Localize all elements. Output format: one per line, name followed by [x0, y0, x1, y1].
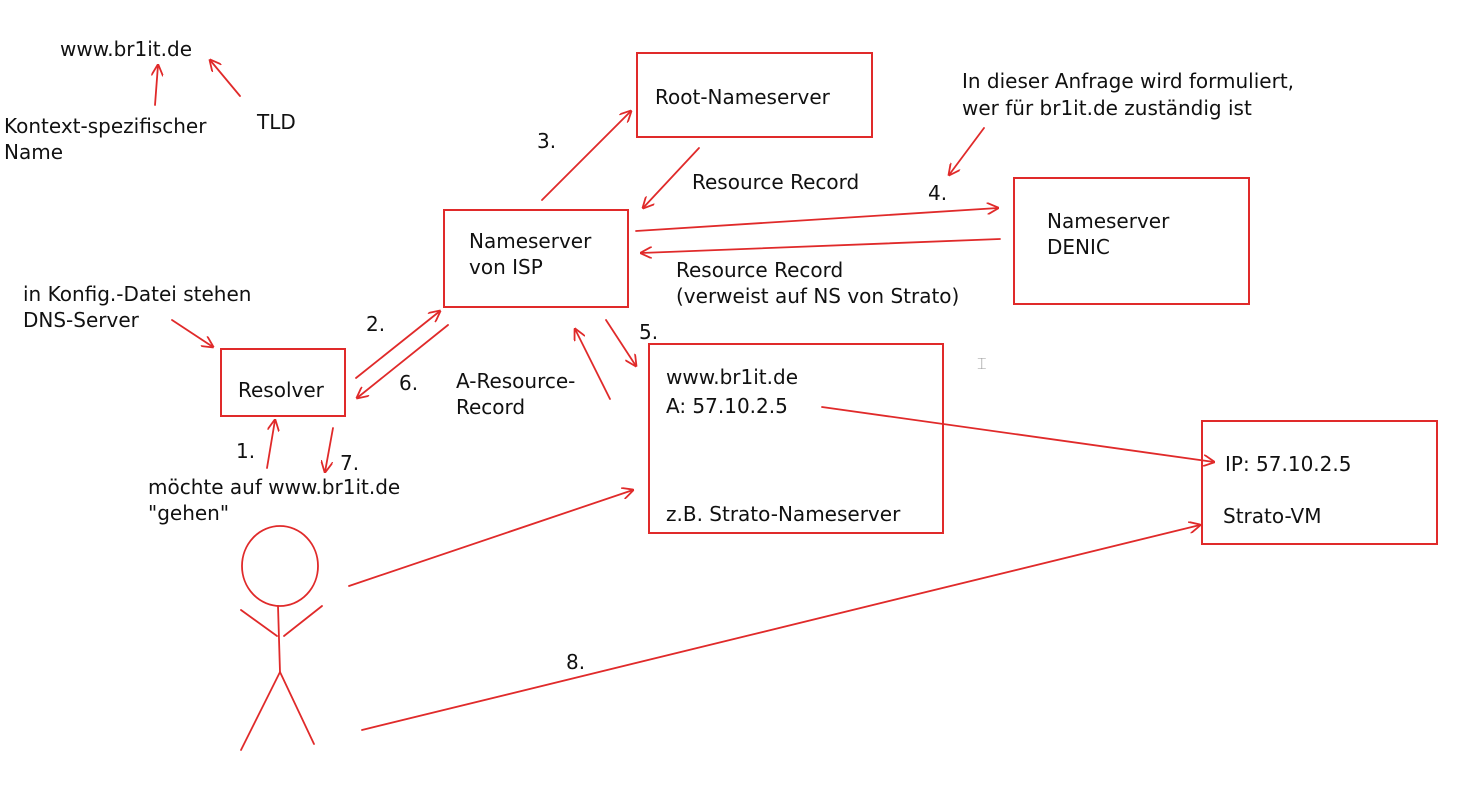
isp-nameserver-line2: von ISP [469, 255, 543, 279]
strato-ns-domain: www.br1it.de [666, 365, 798, 389]
query-note-line1: In dieser Anfrage wird formuliert, [962, 69, 1295, 93]
stick-figure-icon [240, 525, 323, 751]
arrow-tld-to-domain [210, 60, 241, 97]
denic-nameserver-line2: DENIC [1047, 235, 1110, 259]
config-note-line1: in Konfig.-Datei stehen [23, 282, 252, 306]
context-label-line2: Name [4, 140, 64, 164]
arrow-a-record-to-isp [575, 329, 611, 400]
step-4: 4. [928, 181, 948, 205]
step-2: 2. [366, 312, 386, 336]
strato-ns-a-record: A: 57.10.2.5 [666, 394, 788, 418]
strato-vm-label: Strato-VM [1223, 504, 1322, 528]
step-7: 7. [340, 451, 360, 475]
resource-record-label-2-line1: Resource Record [676, 258, 844, 282]
strato-nameserver-box: www.br1it.de A: 57.10.2.5 z.B. Strato-Na… [648, 343, 944, 534]
arrow-step-2 [355, 311, 440, 379]
config-note-line2: DNS-Server [23, 308, 139, 332]
arrow-step-8 [361, 525, 1200, 731]
arrow-query-note [949, 127, 985, 175]
tld-label: TLD [257, 110, 296, 134]
arrow-config-to-resolver [171, 319, 213, 347]
strato-vm-ip: IP: 57.10.2.5 [1225, 452, 1352, 476]
denic-nameserver-line1: Nameserver [1047, 209, 1170, 233]
resource-record-label-1: Resource Record [692, 170, 860, 194]
a-record-label-line2: Record [456, 395, 526, 419]
arrow-user-to-strato-ns [348, 490, 633, 587]
step-5: 5. [639, 320, 659, 344]
arrow-step-5 [605, 319, 636, 366]
arrow-step-4 [635, 208, 998, 232]
step-6: 6. [399, 371, 419, 395]
text-cursor-icon: ⌶ [977, 354, 987, 373]
step-3: 3. [537, 129, 557, 153]
arrow-step-6 [357, 324, 449, 398]
root-nameserver-label: Root-Nameserver [655, 85, 830, 109]
query-note-line2: wer für br1it.de zuständig ist [962, 96, 1252, 120]
resolver-label: Resolver [238, 378, 324, 402]
strato-vm-box: IP: 57.10.2.5 Strato-VM [1201, 420, 1438, 545]
arrow-a-record-to-vm [821, 406, 1214, 462]
isp-nameserver-box: Nameserver von ISP [443, 209, 629, 308]
a-record-label-line1: A-Resource- [456, 369, 576, 393]
arrow-denic-to-isp [641, 238, 1001, 253]
step-8: 8. [566, 650, 586, 674]
resource-record-label-2-line2: (verweist auf NS von Strato) [676, 284, 960, 308]
arrow-root-to-isp [643, 147, 700, 208]
user-intent-line2: "gehen" [148, 501, 230, 525]
step-1: 1. [236, 439, 256, 463]
context-label: Kontext-spezifischer [4, 114, 207, 138]
arrow-step-3 [541, 111, 631, 201]
arrow-step-1 [266, 420, 275, 469]
user-intent-line1: möchte auf www.br1it.de [148, 475, 401, 499]
arrow-step-7 [325, 427, 334, 472]
root-nameserver-box: Root-Nameserver [636, 52, 873, 138]
strato-ns-caption: z.B. Strato-Nameserver [666, 502, 901, 526]
domain-name-label: www.br1it.de [60, 37, 192, 61]
denic-nameserver-box: Nameserver DENIC [1013, 177, 1250, 305]
isp-nameserver-line1: Nameserver [469, 229, 592, 253]
arrow-context-to-domain [155, 65, 158, 106]
resolver-box: Resolver [220, 348, 346, 417]
